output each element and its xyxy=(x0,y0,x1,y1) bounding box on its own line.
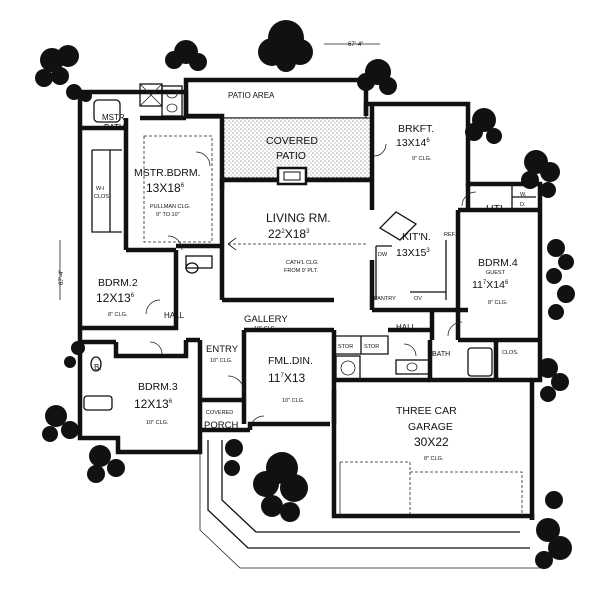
bathtub-icon xyxy=(93,99,121,123)
living-room-size: 222X183 xyxy=(268,227,310,241)
bathtub-icon xyxy=(83,395,113,411)
bdrm4-name: BDRM.4 xyxy=(478,257,518,269)
kitn-name: KIT'N. xyxy=(402,231,431,243)
tree-icon xyxy=(253,452,308,522)
width-dimension-label: 67'-4" xyxy=(348,42,363,48)
gallery-name: GALLERY xyxy=(244,314,288,325)
walkway xyxy=(199,440,540,569)
fixtures xyxy=(83,83,493,411)
bdrm4-size: 117X146 xyxy=(472,279,509,291)
mstr-bath-label-2: BATH xyxy=(104,123,125,132)
vanity-icon xyxy=(395,359,431,375)
bathtub-icon xyxy=(467,347,493,377)
wi-clos-label-1: W-I xyxy=(96,186,105,192)
ceiling-lines xyxy=(143,135,368,251)
mstr-bdrm-note-2: 9" TO 10" xyxy=(156,212,180,218)
bdrm2-name: BDRM.2 xyxy=(98,277,138,289)
gallery-note: 10" CLG. xyxy=(254,326,277,332)
entry-name: ENTRY xyxy=(206,344,239,355)
tree-icon xyxy=(165,40,207,71)
sink-icon xyxy=(166,89,178,99)
stor-label-1: STOR xyxy=(338,344,353,350)
garage-note: 8" CLG. xyxy=(424,456,444,462)
fml-din-note: 10" CLG. xyxy=(282,398,305,404)
garage-doors xyxy=(339,461,523,516)
tree-icon xyxy=(465,108,502,144)
garage-size: 30X22 xyxy=(414,435,449,449)
porch-label-2: PORCH xyxy=(204,420,238,431)
porch-label-1: COVERED xyxy=(206,410,233,416)
living-room-note-2: FROM 9' PLT. xyxy=(284,268,318,274)
b-small-label: B. xyxy=(94,363,102,372)
bdrm4-note: 8" CLG. xyxy=(488,300,508,306)
bdrm3-name: BDRM.3 xyxy=(138,381,178,393)
wi-clos-label-2: CLOS. xyxy=(94,194,111,200)
covered-patio-label-1: COVERED xyxy=(266,135,318,147)
bdrm3-note: 10" CLG. xyxy=(146,420,169,426)
patio-area-label: PATIO AREA xyxy=(228,91,275,100)
width-dimension: 67'-4" xyxy=(324,42,380,48)
sink-icon xyxy=(406,362,418,372)
mstr-bdrm-size: 13X186 xyxy=(146,181,185,195)
tree-icon xyxy=(521,150,560,198)
garage-line-1: THREE CAR xyxy=(396,405,457,417)
stor-label-2: STOR xyxy=(364,344,379,350)
depth-dimension-label: 67'-4" xyxy=(59,270,65,285)
tree-icon xyxy=(35,45,79,87)
tree-icon xyxy=(258,20,313,72)
vanity-icon xyxy=(185,255,213,269)
ref-label: REF. xyxy=(444,232,456,238)
hall-right-label: HALL xyxy=(396,323,417,332)
water-heater-icon xyxy=(335,355,361,381)
tree-icon xyxy=(538,358,569,402)
mstr-bdrm-name: MSTR.BDRM. xyxy=(134,167,201,179)
tree-icon xyxy=(546,239,575,320)
kitn-size: 13X153 xyxy=(396,247,430,259)
mstr-bdrm-note-1: PULLMAN CLG. xyxy=(150,204,191,210)
tree-icon xyxy=(357,59,397,95)
dryer-label: D. xyxy=(520,202,526,208)
hall-left-label: HALL xyxy=(164,311,185,320)
brkft-size: 13X146 xyxy=(396,137,430,149)
mstr-bath-label-1: MSTR. xyxy=(102,113,127,122)
room-labels: MSTR. BATH W-I CLOS. MSTR.BDRM. 13X186 P… xyxy=(94,113,527,462)
pantry-label: PANTRY xyxy=(374,296,396,302)
living-room-name: LIVING RM. xyxy=(266,211,331,225)
tree-icon xyxy=(224,439,243,476)
bath-label: BATH xyxy=(432,351,450,358)
tree-icon xyxy=(87,445,125,483)
entry-note: 10" CLG. xyxy=(210,358,233,364)
patio-area: PATIO AREA COVERED PATIO xyxy=(185,79,373,179)
garage-line-2: GARAGE xyxy=(408,421,453,433)
bdrm2-size: 12X136 xyxy=(96,291,135,305)
bdrm3-size: 12X136 xyxy=(134,397,173,411)
sink-icon xyxy=(166,103,178,113)
washer-label: W. xyxy=(520,192,527,198)
tree-icon xyxy=(535,491,572,569)
clos-label: CLOS. xyxy=(502,350,519,356)
depth-dimension: 67'-4" xyxy=(59,240,65,300)
fml-din-name: FML.DIN. xyxy=(268,355,313,367)
brkft-note: 9" CLG. xyxy=(412,156,432,162)
landscaping xyxy=(35,20,575,569)
covered-patio-label-2: PATIO xyxy=(276,150,306,162)
vanity-icon xyxy=(161,85,183,117)
fml-din-size: 117X13 xyxy=(268,371,305,385)
bdrm4-guest: GUEST xyxy=(486,270,506,276)
ov-label: OV xyxy=(414,296,422,302)
utl-label: UTL. xyxy=(486,203,509,215)
living-room-note-1: CATH'L CLG. xyxy=(286,260,319,266)
tree-icon xyxy=(42,405,79,442)
dw-label: DW xyxy=(378,252,388,258)
bdrm2-note: 8" CLG. xyxy=(108,312,128,318)
toilet-icon xyxy=(90,356,102,372)
door-swings xyxy=(145,143,477,431)
brkft-name: BRKFT. xyxy=(398,123,434,135)
